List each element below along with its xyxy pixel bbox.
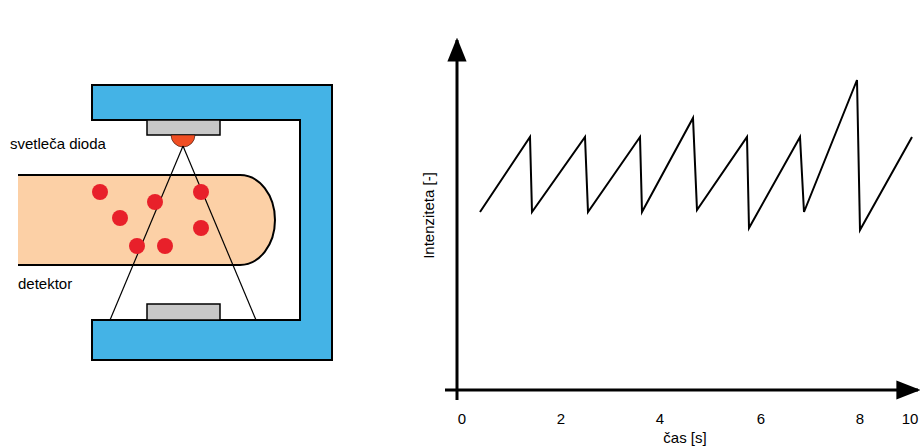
tick-label: 10	[902, 411, 919, 426]
axis-title: čas [s]	[663, 430, 706, 445]
finger	[18, 175, 275, 265]
tick-label: 4	[656, 411, 664, 426]
light-ray	[110, 146, 183, 320]
blood-cells	[92, 184, 209, 254]
signal-curve	[480, 80, 912, 230]
y-axis	[456, 40, 459, 400]
tick-label: 6	[757, 411, 765, 426]
light-ray	[183, 146, 256, 320]
detector	[147, 304, 220, 320]
tick-label: 0	[458, 411, 466, 426]
axis-title: Intenziteta [-]	[421, 172, 436, 259]
part-label: svetleča dioda	[10, 136, 106, 151]
part-label: detektor	[18, 276, 72, 291]
tick-label: 2	[557, 411, 565, 426]
led	[171, 135, 195, 147]
led-mount	[147, 120, 220, 135]
x-axis	[445, 389, 918, 392]
tick-label: 8	[856, 411, 864, 426]
